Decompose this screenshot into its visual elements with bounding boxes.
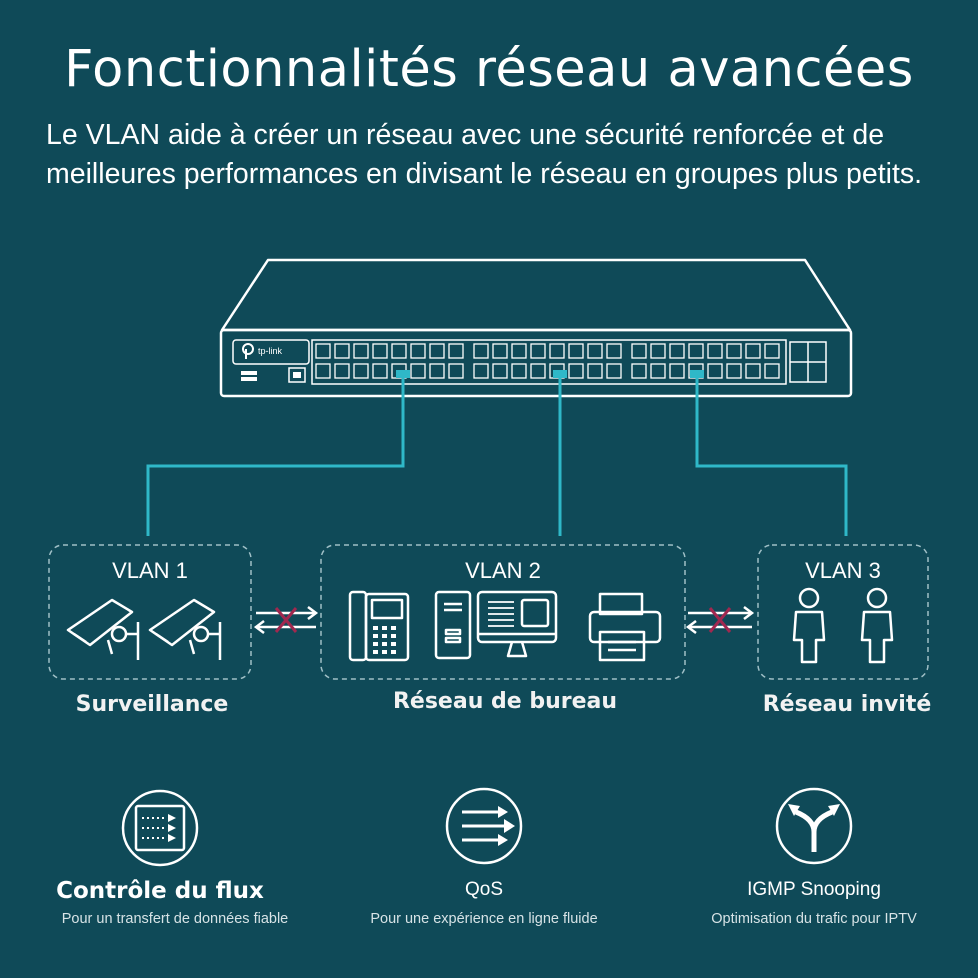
ethernet-port xyxy=(473,343,489,359)
status-led xyxy=(241,377,257,381)
page-subtitle: Le VLAN aide à créer un réseau avec une … xyxy=(46,119,923,190)
ethernet-port xyxy=(764,343,780,359)
ethernet-port xyxy=(726,363,742,379)
ethernet-port xyxy=(315,363,331,379)
ethernet-port xyxy=(587,363,603,379)
feature-title-flow-control: Contrôle du flux xyxy=(56,878,264,904)
ethernet-port xyxy=(669,363,685,379)
ethernet-ports xyxy=(315,343,780,379)
vlan-links xyxy=(146,378,848,536)
ethernet-port xyxy=(745,343,761,359)
ethernet-port xyxy=(745,363,761,379)
group-label-office: Réseau de bureau xyxy=(392,689,618,714)
port-highlight-3 xyxy=(690,370,704,378)
ip-phone-icon xyxy=(348,590,410,662)
ethernet-port xyxy=(587,343,603,359)
ethernet-port xyxy=(492,363,508,379)
ethernet-port xyxy=(372,363,388,379)
vlan-box-3 xyxy=(757,544,929,680)
ethernet-port xyxy=(530,343,546,359)
ethernet-port xyxy=(549,343,565,359)
ethernet-port xyxy=(372,343,388,359)
link-vlan-3 xyxy=(695,378,848,536)
ethernet-port xyxy=(568,343,584,359)
vlan-label-1: VLAN 1 xyxy=(112,558,188,583)
ethernet-port xyxy=(410,343,426,359)
status-led xyxy=(241,371,257,375)
security-camera-icon xyxy=(148,598,222,660)
group-label-surveillance: Surveillance xyxy=(75,692,229,717)
feature-subtitle-flow-control: Pour un transfert de données fiable xyxy=(61,911,289,927)
console-port-inner xyxy=(293,372,301,378)
ethernet-port xyxy=(669,343,685,359)
ethernet-port xyxy=(707,363,723,379)
ethernet-port xyxy=(530,363,546,379)
feature-subtitle-igmp: Optimisation du trafic pour IPTV xyxy=(711,911,917,927)
network-switch xyxy=(219,258,853,398)
ethernet-port xyxy=(650,343,666,359)
ethernet-port xyxy=(631,363,647,379)
security-camera-icon xyxy=(66,598,140,660)
qos-arrows-icon xyxy=(445,787,523,865)
ethernet-port xyxy=(448,343,464,359)
ethernet-port xyxy=(492,343,508,359)
blocked-traffic-icon xyxy=(685,606,755,634)
ethernet-port xyxy=(631,343,647,359)
ethernet-port xyxy=(353,343,369,359)
feature-title-qos: QoS xyxy=(464,879,504,900)
console-port xyxy=(288,367,306,383)
blocked-traffic-icon xyxy=(253,606,319,634)
port-block xyxy=(311,339,787,385)
ethernet-port xyxy=(568,363,584,379)
ethernet-port xyxy=(429,343,445,359)
ethernet-port xyxy=(688,343,704,359)
ethernet-port xyxy=(511,363,527,379)
multicast-arrows-icon xyxy=(775,787,853,865)
tp-link-logo: tp-link xyxy=(232,339,310,365)
link-vlan-1 xyxy=(146,378,405,536)
person-icon xyxy=(792,587,826,664)
ethernet-port xyxy=(473,363,489,379)
ethernet-port xyxy=(410,363,426,379)
ethernet-port xyxy=(334,343,350,359)
ethernet-port xyxy=(511,343,527,359)
port-highlight-2 xyxy=(553,370,567,378)
feature-title-igmp: IGMP Snooping xyxy=(747,879,881,900)
ethernet-port xyxy=(650,363,666,379)
page-title: Fonctionnalités réseau avancées xyxy=(64,40,914,99)
feature-subtitle-qos: Pour une expérience en ligne fluide xyxy=(370,911,598,927)
printer-icon xyxy=(588,592,662,662)
ethernet-port xyxy=(448,363,464,379)
port-highlight-1 xyxy=(396,370,410,378)
vlan-label-2: VLAN 2 xyxy=(465,558,541,583)
desktop-computer-icon xyxy=(434,590,558,660)
sfp-ports xyxy=(789,341,827,383)
ethernet-port xyxy=(707,343,723,359)
ethernet-port xyxy=(315,343,331,359)
ethernet-port xyxy=(764,363,780,379)
ethernet-port xyxy=(391,343,407,359)
ethernet-port xyxy=(606,343,622,359)
ethernet-port xyxy=(726,343,742,359)
brand-text: tp-link xyxy=(258,346,283,356)
ethernet-port xyxy=(429,363,445,379)
person-icon xyxy=(860,587,894,664)
ethernet-port xyxy=(334,363,350,379)
ethernet-port xyxy=(606,363,622,379)
ethernet-port xyxy=(353,363,369,379)
vlan-label-3: VLAN 3 xyxy=(805,558,881,583)
flow-control-icon xyxy=(121,789,199,867)
group-label-guest: Réseau invité xyxy=(762,692,932,717)
